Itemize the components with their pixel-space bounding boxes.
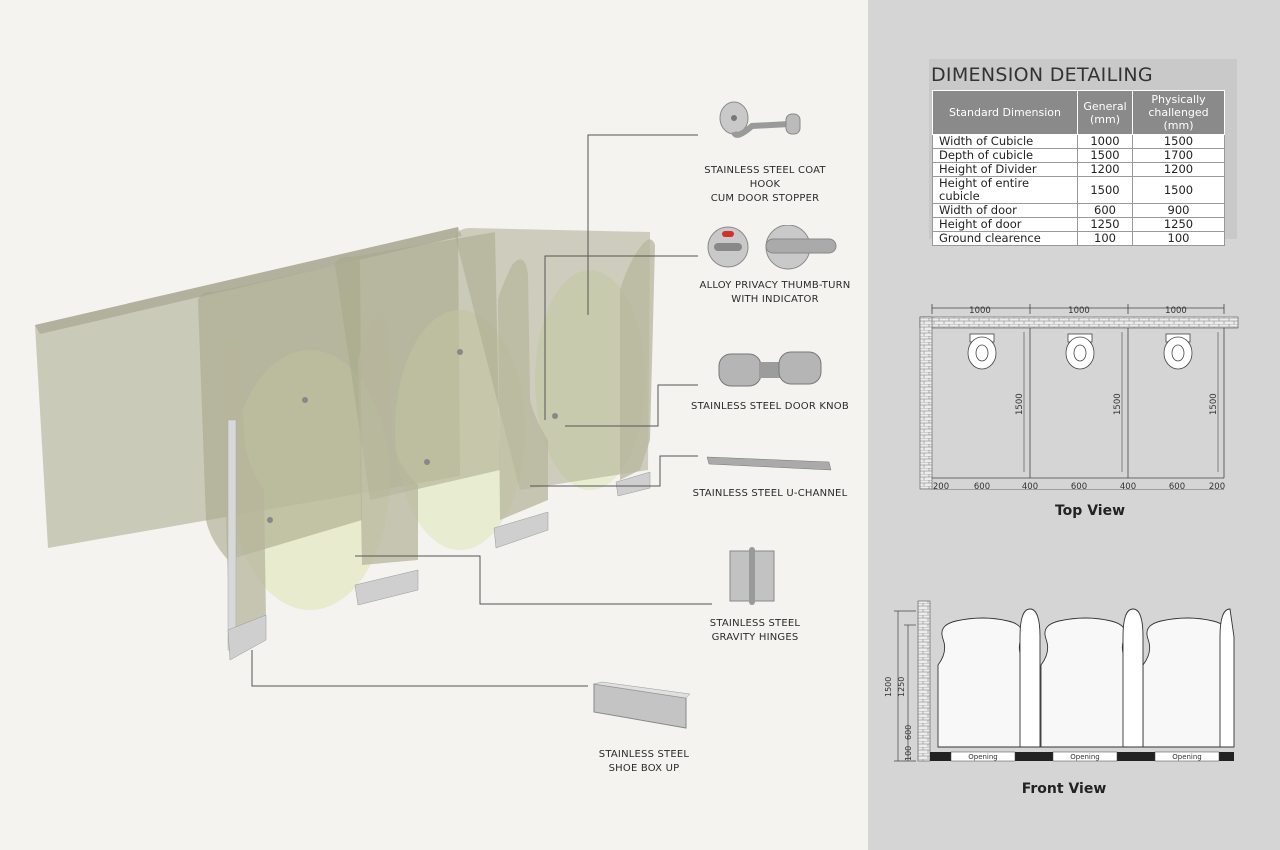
dimension-title: DIMENSION DETAILING	[931, 64, 1153, 86]
opening-label: Opening	[1070, 753, 1100, 761]
thumb-turn-label: ALLOY PRIVACY THUMB-TURN WITH INDICATOR	[699, 280, 851, 305]
row-pc: 1700	[1132, 148, 1225, 163]
top-depth-label: 1500	[1015, 393, 1025, 415]
row-label: Width of door	[932, 203, 1078, 218]
row-pc: 100	[1132, 231, 1225, 246]
row-label: Height of entire cubicle	[932, 176, 1078, 204]
u-channel-icon	[706, 456, 832, 471]
row-general: 1500	[1077, 176, 1133, 204]
top-depth-label: 1500	[1113, 393, 1123, 415]
top-depth-label: 1500	[1209, 393, 1219, 415]
front-height-label: 1250	[897, 677, 906, 697]
bottom-dim-label: 200	[1209, 482, 1225, 490]
gravity-hinges-label: STAINLESS STEEL GRAVITY HINGES	[709, 618, 801, 643]
top-view-caption: Top View	[1054, 503, 1126, 519]
top-width-label: 1000	[969, 306, 991, 316]
gravity-hinge-icon	[729, 547, 775, 605]
row-pc: 1500	[1132, 134, 1225, 149]
door-knob-label: STAINLESS STEEL DOOR KNOB	[691, 401, 849, 412]
front-view-drawing: Opening Opening Opening 1500 1250 600 10…	[884, 600, 1235, 762]
row-pc: 1500	[1132, 176, 1225, 204]
row-general: 100	[1077, 231, 1133, 246]
row-general: 1500	[1077, 148, 1133, 163]
u-channel-label: STAINLESS STEEL U-CHANNEL	[692, 488, 848, 499]
top-width-label: 1000	[1165, 306, 1187, 316]
row-label: Height of door	[932, 217, 1078, 232]
opening-label: Opening	[968, 753, 998, 761]
bottom-dim-label: 600	[1071, 482, 1087, 490]
door-knob-icon	[718, 351, 822, 387]
row-general: 600	[1077, 203, 1133, 218]
shoe-box-label: STAINLESS STEEL SHOE BOX UP	[598, 749, 690, 774]
opening-label: Opening	[1172, 753, 1202, 761]
front-height-label: 1500	[884, 677, 893, 697]
thumb-turn-icon	[707, 225, 837, 270]
dimension-table: Standard Dimension General (mm) Physical…	[932, 90, 1225, 246]
top-view-drawing: 1000 1000 1000 1500 1500 1500 200 600 40…	[919, 304, 1239, 490]
top-width-label: 1000	[1068, 306, 1090, 316]
coat-hook-icon	[719, 101, 801, 138]
product-illustration-area: STAINLESS STEEL COAT HOOK CUM DOOR STOPP…	[35, 101, 851, 774]
front-height-label: 100	[904, 746, 913, 761]
bottom-dim-label: 200	[933, 482, 949, 490]
header-physically-challenged: Physically challenged (mm)	[1132, 90, 1225, 135]
row-label: Depth of cubicle	[932, 148, 1078, 163]
row-label: Ground clearence	[932, 231, 1078, 246]
front-height-label: 600	[904, 725, 913, 740]
shoe-box-icon	[593, 681, 690, 729]
header-standard-dimension: Standard Dimension	[932, 90, 1078, 135]
coat-hook-label: STAINLESS STEEL COAT HOOK CUM DOOR STOPP…	[704, 165, 826, 204]
row-label: Height of Divider	[932, 162, 1078, 177]
row-pc: 900	[1132, 203, 1225, 218]
bottom-dim-label: 400	[1022, 482, 1038, 490]
cubicle-3d-illustration	[35, 134, 712, 687]
front-view-caption: Front View	[1021, 781, 1107, 797]
row-general: 1200	[1077, 162, 1133, 177]
row-general: 1250	[1077, 217, 1133, 232]
bottom-dim-label: 600	[974, 482, 990, 490]
dimension-header-row: Standard Dimension General (mm) Physical…	[932, 90, 1225, 135]
bottom-dim-label: 400	[1120, 482, 1136, 490]
header-general: General (mm)	[1077, 90, 1133, 135]
bottom-dim-label: 600	[1169, 482, 1185, 490]
row-label: Width of Cubicle	[932, 134, 1078, 149]
row-pc: 1200	[1132, 162, 1225, 177]
row-general: 1000	[1077, 134, 1133, 149]
row-pc: 1250	[1132, 217, 1225, 232]
